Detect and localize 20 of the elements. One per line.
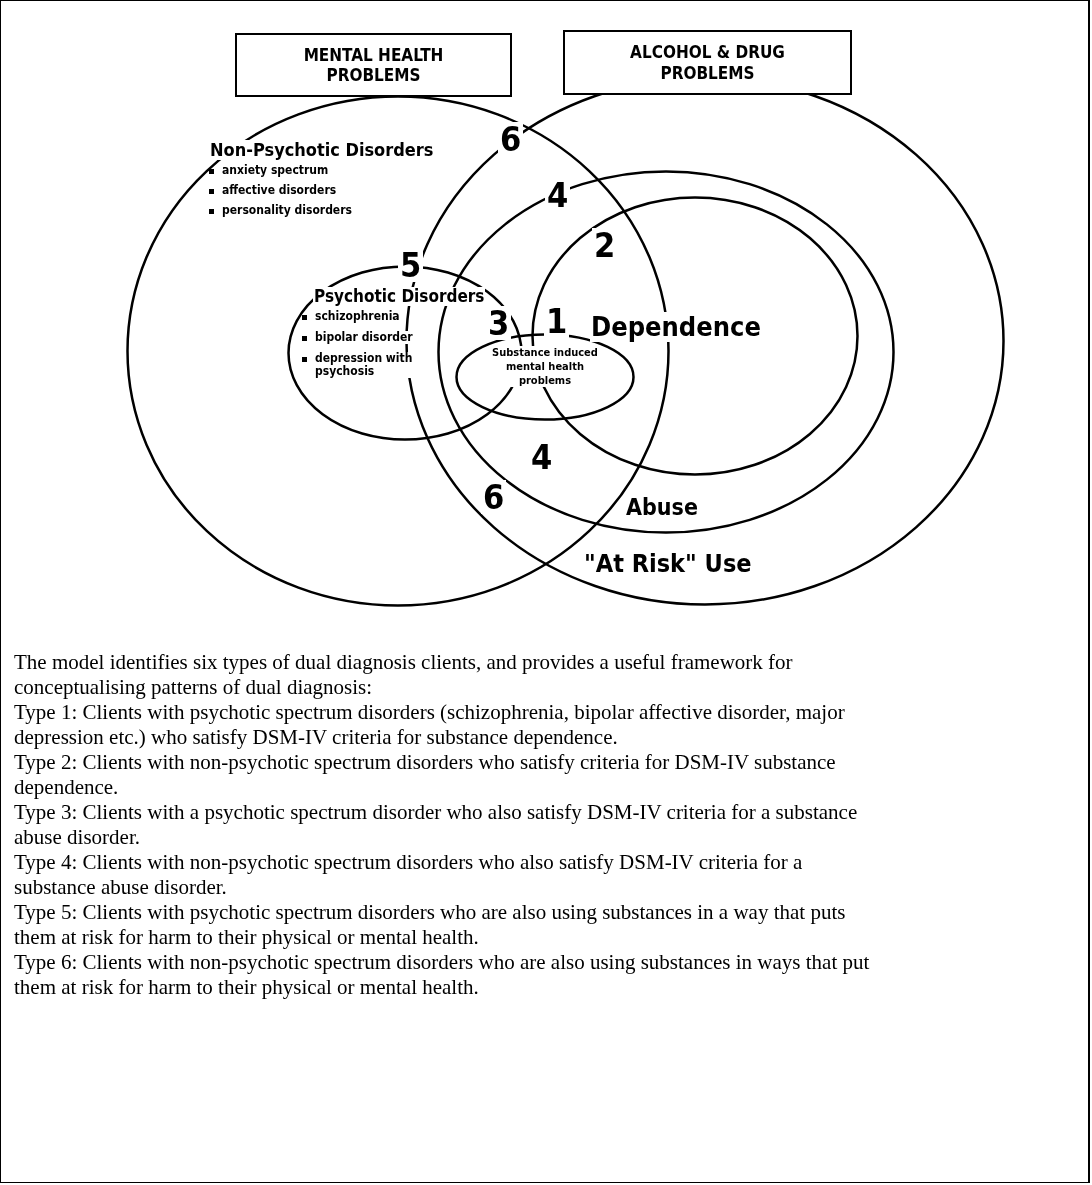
region-label: Psychotic Disorders <box>313 287 486 306</box>
paragraph: Type 3: Clients with a psychotic spectrum disorder who also satisfy DSM-IV criteria for a substance abuse disorder. <box>14 800 859 850</box>
paragraph: Type 5: Clients with psychotic spectrum disorders who are also using substances in a way that puts them at risk for harm to their physical or mental health. <box>14 900 847 950</box>
list-item: schizophrenia <box>314 310 401 324</box>
region-label: Non-Psychotic Disorders <box>209 140 435 160</box>
region-label: Substance induced mental health problems <box>490 346 600 388</box>
region-label: Dependence <box>590 312 762 342</box>
region-number: 6 <box>498 122 524 156</box>
paragraph: The model identifies six types of dual diagnosis clients, and provides a useful framework for conceptualising patterns of dual diagnosis: <box>14 650 794 700</box>
list-item: bipolar disorder <box>314 331 414 345</box>
region-number: 5 <box>398 248 424 282</box>
paragraph: Type 2: Clients with non-psychotic spectrum disorders who satisfy criteria for DSM-IV substance dependence. <box>14 750 837 800</box>
paragraph: Type 4: Clients with non-psychotic spectrum disorders who also satisfy DSM-IV criteria for a substance abuse disorder. <box>14 850 804 900</box>
paragraph: Type 1: Clients with psychotic spectrum disorders (schizophrenia, bipolar affective disorder, major depression etc.) who satisfy DSM-IV criteria for substance dependence. <box>14 700 846 750</box>
list-item: anxiety spectrum <box>221 164 330 178</box>
list-item: personality disorders <box>221 204 353 218</box>
label-box <box>235 33 512 97</box>
paragraph: Type 6: Clients with non-psychotic spectrum disorders who are also using substances in ways that put them at risk for harm to their physical or mental health. <box>14 950 871 1000</box>
region-number: 6 <box>481 480 507 514</box>
label-box <box>563 30 852 95</box>
